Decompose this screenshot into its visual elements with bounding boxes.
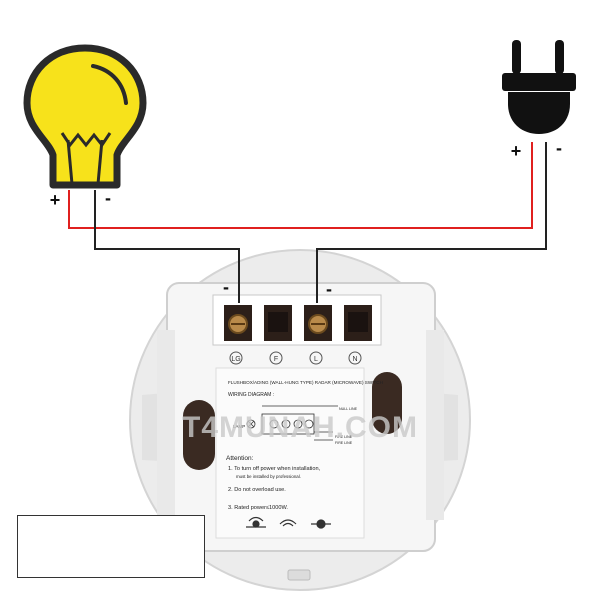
device-label-sticker [215, 367, 365, 539]
radar-icon [246, 516, 266, 528]
wave-icon [279, 519, 297, 527]
note-1a: 1. To turn off power when installation, [228, 466, 321, 472]
positive-wire [68, 142, 533, 229]
attention-heading: Attention: [226, 455, 254, 462]
note-2: 2. Do not overload use. [228, 487, 286, 493]
terminal-label-lg: LG [231, 356, 240, 363]
terminal-4 [344, 305, 372, 341]
terminal-3 [304, 305, 332, 341]
blank-label-box [17, 515, 205, 578]
light-bulb-icon [23, 44, 147, 189]
sticker-icons [246, 516, 331, 529]
lamp-label: LAMP [233, 424, 245, 429]
watermark: T4MUNAH.COM [182, 411, 418, 444]
terminal-1-minus-label: - [223, 277, 229, 297]
fire-line-label-2: FIRE LINE [335, 441, 353, 445]
null-line-label: NULL LINE [339, 407, 358, 411]
bulb-minus-label: - [105, 188, 111, 208]
mount-slot-right [372, 372, 402, 434]
bulb-plus-label: + [50, 190, 61, 210]
light-sensor-icon [311, 519, 331, 529]
terminal-label-l: L [314, 356, 318, 363]
wires [68, 142, 547, 303]
negative-wire-plug [316, 142, 547, 303]
terminal-1 [224, 305, 252, 341]
fire-line-label-1: FIRE LINE [335, 435, 353, 439]
negative-wire-bulb [94, 190, 240, 303]
terminal-2 [264, 305, 292, 341]
power-plug-icon [502, 40, 576, 134]
terminal-3-minus-label: - [326, 279, 332, 299]
plug-plus-label: + [511, 141, 522, 161]
device-title: FLUSHBOX/ADING (WALL-HUNG TYPE) RADAR (M… [228, 380, 383, 385]
plug-minus-label: - [556, 138, 562, 158]
wiring-diagram-label: WIRING DIAGRAM : [228, 392, 274, 398]
sensor-device: LG F L N FLUSHBOX/ADING (WALL-HUNG TYPE)… [129, 249, 471, 591]
note-1b: must be installed by professional. [236, 474, 301, 479]
sticker-wiring-schematic [246, 405, 338, 441]
mount-slot-left [183, 400, 215, 470]
note-3: 3. Rated power≤1000W. [228, 505, 288, 511]
terminal-label-f: F [274, 356, 278, 363]
terminal-label-n: N [352, 356, 357, 363]
